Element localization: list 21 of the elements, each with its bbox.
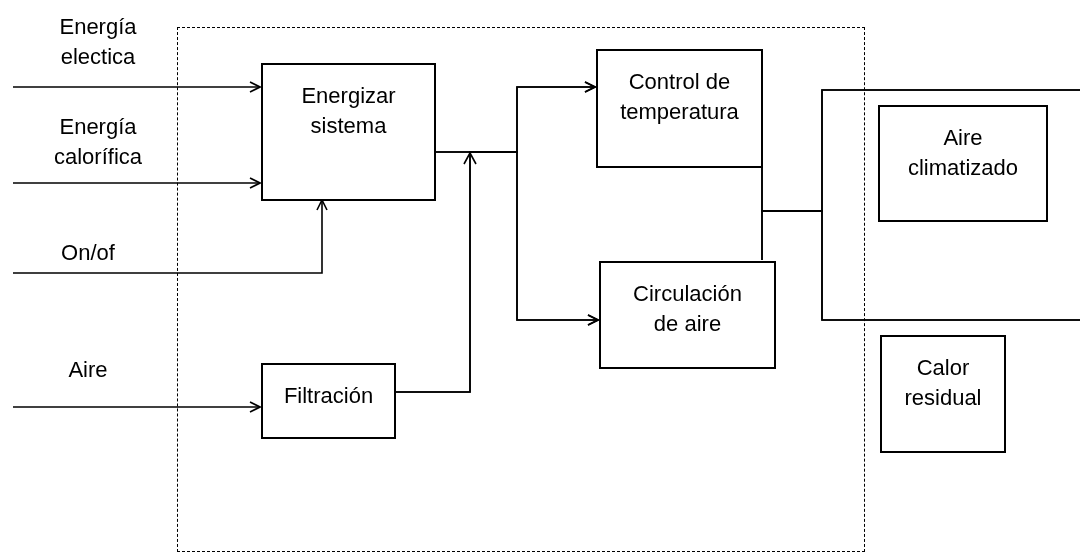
box-label: Energizar sistema	[300, 82, 397, 140]
arrow	[12, 81, 261, 93]
box-label: Filtración	[283, 382, 374, 410]
box-label: Circulación de aire	[632, 280, 743, 338]
process-box	[599, 261, 776, 369]
input-label: Energía electica	[58, 13, 138, 71]
arrow	[12, 177, 261, 189]
box-label: Control de temperatura	[619, 68, 740, 126]
process-box	[880, 335, 1006, 453]
process-box	[878, 105, 1048, 222]
input-label: On/of	[61, 239, 115, 267]
arrow	[12, 199, 328, 274]
system-boundary	[177, 27, 865, 552]
arrow	[12, 401, 261, 413]
input-label: Aire	[68, 356, 108, 384]
box-label: Calor residual	[903, 354, 983, 412]
process-box	[261, 63, 436, 201]
box-label: Aire climatizado	[906, 124, 1019, 182]
process-box	[596, 49, 763, 168]
process-box	[261, 363, 396, 439]
input-label: Energía calorífica	[52, 113, 143, 171]
